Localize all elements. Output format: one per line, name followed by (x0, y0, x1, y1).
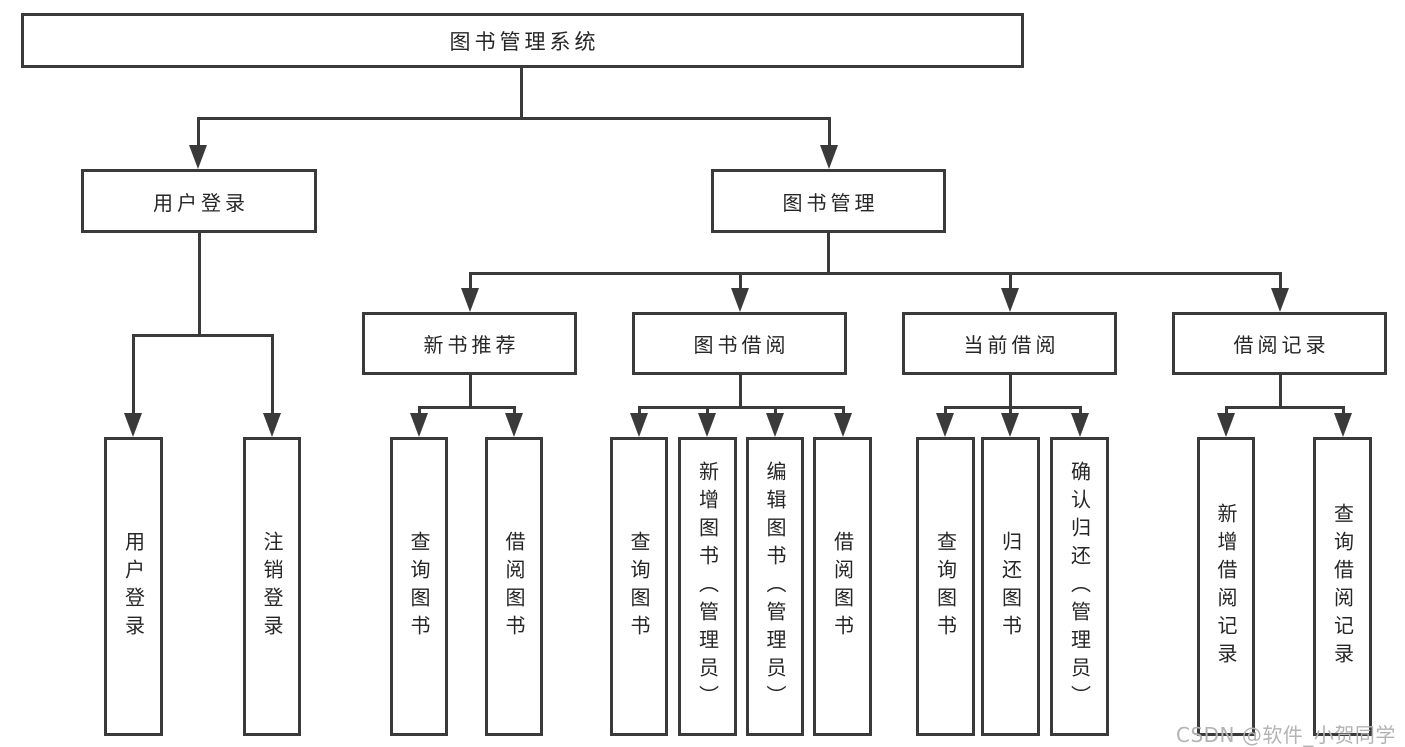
arrowhead-down-icon (1001, 288, 1019, 312)
connector-stem (468, 375, 472, 407)
leaf-borrow-query-book-label: 查询图书 (627, 530, 651, 643)
leaf-borrow-add-book-admin-label: 新增图书（管理员） (695, 460, 720, 713)
arrow-shaft (738, 273, 742, 288)
node-current-borrow: 当前借阅 (902, 312, 1117, 375)
node-user-login-label: 用户登录 (153, 190, 249, 215)
node-user-login: 用户登录 (81, 169, 317, 233)
arrowhead-down-icon (936, 413, 954, 437)
leaf-user-login-label: 用户登录 (121, 530, 146, 643)
arrow-shaft (270, 335, 274, 413)
leaf-records-query-record: 查询借阅记录 (1313, 437, 1372, 736)
node-book-management-label: 图书管理 (782, 190, 879, 215)
connector-bar (417, 405, 516, 409)
arrowhead-down-icon (189, 145, 207, 169)
connector-bar (943, 405, 1082, 409)
csdn-watermark: CSDN @软件_小贺同学 (1176, 723, 1396, 747)
arrowhead-down-icon (461, 288, 479, 312)
leaf-current-return-book-label: 归还图书 (998, 530, 1023, 643)
connector-bar (468, 271, 1282, 275)
arrow-shaft (1008, 407, 1012, 413)
leaf-records-query-record-label: 查询借阅记录 (1330, 502, 1355, 671)
arrowhead-down-icon (834, 413, 852, 437)
arrowhead-down-icon (698, 413, 716, 437)
arrow-shaft (705, 407, 709, 413)
leaf-recommend-borrow-book: 借阅图书 (485, 437, 543, 736)
arrowhead-down-icon (731, 288, 749, 312)
connector-stem (1008, 375, 1012, 407)
node-new-book-recommend: 新书推荐 (362, 312, 577, 375)
leaf-records-add-record: 新增借阅记录 (1197, 437, 1255, 736)
connector-stem (197, 233, 201, 335)
leaf-borrow-edit-book-admin: 编辑图书（管理员） (746, 437, 804, 736)
arrow-shaft (1078, 407, 1082, 413)
arrow-shaft (1278, 273, 1282, 288)
node-book-management: 图书管理 (711, 169, 946, 233)
arrow-shaft (637, 407, 641, 413)
connector-stem (1278, 375, 1282, 407)
leaf-current-query-book: 查询图书 (916, 437, 975, 736)
arrowhead-down-icon (820, 145, 838, 169)
leaf-borrow-edit-book-admin-label: 编辑图书（管理员） (763, 460, 787, 713)
leaf-user-login: 用户登录 (104, 437, 163, 736)
arrowhead-down-icon (1217, 413, 1235, 437)
arrowhead-down-icon (766, 413, 784, 437)
leaf-borrow-borrow-book: 借阅图书 (813, 437, 872, 736)
arrow-shaft (1341, 407, 1345, 413)
node-library-system-label: 图书管理系统 (449, 29, 600, 54)
node-borrow-records: 借阅记录 (1172, 312, 1387, 375)
leaf-borrow-borrow-book-label: 借阅图书 (830, 530, 855, 643)
arrow-shaft (1224, 407, 1228, 413)
arrow-shaft (196, 118, 200, 145)
connector-stem (826, 233, 830, 273)
arrowhead-down-icon (630, 413, 648, 437)
node-book-borrow: 图书借阅 (632, 312, 847, 375)
arrow-shaft (417, 407, 421, 413)
leaf-recommend-query-book: 查询图书 (390, 437, 448, 736)
arrowhead-down-icon (410, 413, 428, 437)
arrow-shaft (512, 407, 516, 413)
arrow-shaft (131, 335, 135, 413)
arrow-shaft (468, 273, 472, 288)
arrow-shaft (1008, 273, 1012, 288)
arrowhead-down-icon (1271, 288, 1289, 312)
arrow-shaft (943, 407, 947, 413)
leaf-logout-label: 注销登录 (260, 530, 284, 643)
leaf-borrow-query-book: 查询图书 (610, 437, 668, 736)
leaf-current-query-book-label: 查询图书 (933, 530, 958, 643)
leaf-borrow-add-book-admin: 新增图书（管理员） (678, 437, 737, 736)
leaf-records-add-record-label: 新增借阅记录 (1214, 502, 1238, 671)
node-new-book-recommend-label: 新书推荐 (423, 333, 520, 357)
arrowhead-down-icon (124, 413, 142, 437)
leaf-recommend-borrow-book-label: 借阅图书 (502, 530, 526, 643)
connector-bar (196, 116, 831, 120)
connector-bar (637, 405, 845, 409)
leaf-current-return-book: 归还图书 (981, 437, 1040, 736)
node-library-system: 图书管理系统 (21, 13, 1024, 68)
arrowhead-down-icon (1071, 413, 1089, 437)
connector-stem (738, 375, 742, 407)
connector-bar (131, 333, 274, 337)
leaf-recommend-query-book-label: 查询图书 (407, 530, 431, 643)
connector-bar (1224, 405, 1345, 409)
connector-stem (519, 68, 523, 118)
arrow-shaft (841, 407, 845, 413)
arrowhead-down-icon (1334, 413, 1352, 437)
arrow-shaft (827, 118, 831, 145)
node-borrow-records-label: 借阅记录 (1233, 333, 1330, 357)
arrowhead-down-icon (263, 413, 281, 437)
leaf-current-confirm-return-admin-label: 确认归还（管理员） (1067, 460, 1092, 713)
node-book-borrow-label: 图书借阅 (693, 333, 790, 357)
arrowhead-down-icon (505, 413, 523, 437)
arrow-shaft (773, 407, 777, 413)
arrowhead-down-icon (1001, 413, 1019, 437)
leaf-logout: 注销登录 (243, 437, 301, 736)
node-current-borrow-label: 当前借阅 (963, 333, 1060, 357)
leaf-current-confirm-return-admin: 确认归还（管理员） (1050, 437, 1109, 736)
